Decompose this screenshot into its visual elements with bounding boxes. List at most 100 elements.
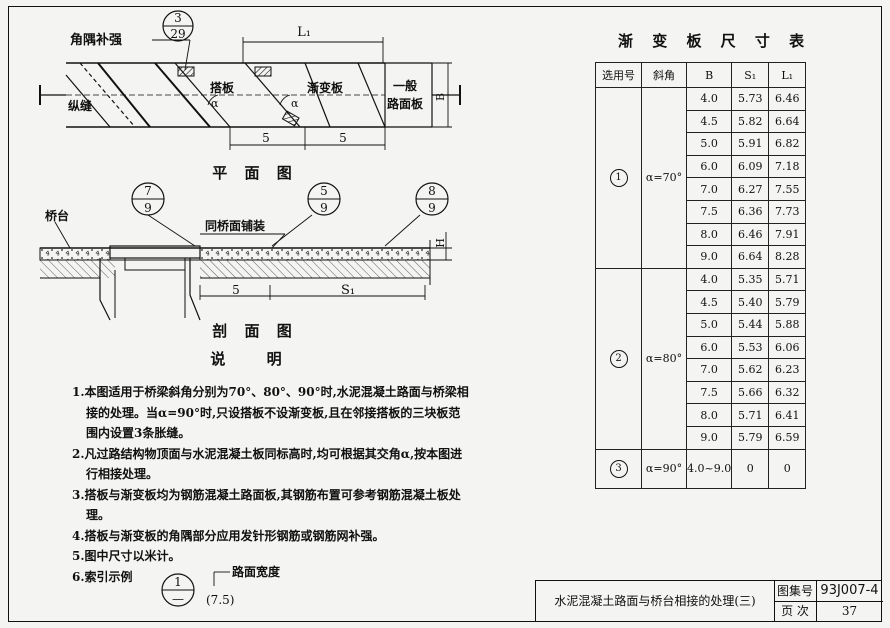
note-item: 2.凡过路结构物顶面与水泥混凝土板同标高时,均可根据其交角α,按本图进行相接处理… [72, 446, 463, 482]
table-cell: 7.0 [685, 358, 733, 382]
table-cell: 0 [731, 448, 770, 489]
table-cell: 9.0 [685, 245, 733, 269]
note-item: 1.本图适用于桥梁斜角分别为70°、80°、90°时,水泥混凝土路面与桥梁相接的… [72, 385, 469, 440]
table-cell: 4.0~9.0 [685, 448, 733, 489]
table-cell: 5.62 [731, 358, 770, 382]
svg-text:1: 1 [174, 575, 182, 589]
table-cell: 5.82 [731, 109, 770, 134]
dim-5-label: 5 [339, 131, 347, 145]
dim-b-label: B [434, 93, 447, 101]
table-cell: 6.32 [768, 380, 807, 405]
dim-5-label: 5 [232, 283, 240, 297]
header-cell: 斜角 [641, 62, 687, 88]
table-cell: 6.46 [768, 87, 807, 111]
table-cell: 5.0 [685, 132, 733, 156]
page-label: 页 次 [774, 601, 817, 621]
alpha-label: α [291, 97, 299, 110]
table-cell: 6.0 [685, 335, 733, 360]
corner-label: 角隅补强 [70, 32, 122, 48]
table-header-row: 选用号 斜角 B S₁ L₁ [595, 62, 807, 88]
skew-angle: α=90° [641, 448, 687, 489]
table-cell: 7.5 [685, 380, 733, 405]
header-cell: 选用号 [595, 62, 642, 88]
corner-reinforcement-mark [281, 110, 300, 127]
table-title: 渐 变 板 尺 寸 表 [618, 32, 812, 50]
corner-reinforcement-mark [254, 66, 272, 77]
svg-text:9: 9 [144, 201, 152, 215]
plan-title: 平 面 图 [212, 164, 297, 182]
paving-label: 同桥面铺装 [205, 218, 265, 233]
table-cell: 9.0 [685, 425, 733, 450]
page-number: 37 [841, 604, 858, 618]
table-cell: 8.0 [685, 403, 733, 427]
table-cell: 5.73 [731, 87, 770, 111]
svg-text:(7.5): (7.5) [206, 593, 234, 607]
note-item: 3.搭板与渐变板均为钢筋混凝土路面板,其钢筋布置可参考钢筋混凝土板处理。 [72, 487, 461, 523]
table-cell: 6.64 [768, 109, 807, 134]
table-cell: 6.36 [731, 199, 770, 224]
svg-text:7: 7 [144, 184, 152, 198]
table-cell: 5.0 [685, 312, 733, 337]
general-slab-label-1: 一般 [393, 78, 417, 93]
approach-slab-label: 搭板 [210, 80, 235, 95]
abutment-label: 桥台 [45, 208, 69, 223]
ref-number: 3 [174, 11, 182, 25]
atlas-number: 93J007-4 [816, 581, 883, 602]
table-cell: 6.46 [731, 222, 770, 247]
section-view [39, 214, 452, 321]
table-cell: 5.79 [768, 290, 807, 314]
skew-angle: α=70° [641, 87, 687, 269]
table-cell: 5.71 [731, 403, 770, 427]
table-cell: 5.79 [731, 425, 770, 450]
notes: 1.本图适用于桥梁斜角分别为70°、80°、90°时,水泥混凝土路面与桥梁相接的… [72, 382, 472, 587]
header-cell: S₁ [731, 62, 770, 88]
table-cell: 6.23 [768, 358, 807, 382]
table-cell: 6.06 [768, 335, 807, 360]
drawings-svg: 3 29 角隅补强 L₁ 纵缝 搭板 渐变板 一般 路面板 α α 5 5 B … [39, 10, 461, 368]
ref-sheet: 29 [170, 27, 185, 41]
selection-number: 2 [595, 267, 642, 450]
table-cell: 6.64 [731, 245, 770, 269]
table-cell: 4.5 [685, 290, 733, 314]
table-cell: 4.5 [685, 109, 733, 134]
corner-reinforcement-mark [177, 66, 195, 77]
table-cell: 5.35 [731, 267, 770, 292]
section-ref-right: 8 9 [415, 182, 449, 216]
header-cell: B [685, 62, 733, 88]
header-cell: L₁ [768, 62, 807, 88]
plan-view [39, 37, 461, 150]
table-cell: 6.0 [685, 154, 733, 179]
table-cell: 6.09 [731, 154, 770, 179]
table-cell: 8.0 [685, 222, 733, 247]
dim-5-label: 5 [262, 131, 270, 145]
table-cell: 5.40 [731, 290, 770, 314]
table-cell: 5.88 [768, 312, 807, 337]
dim-h-label: H [434, 238, 447, 248]
transition-slab-label: 渐变板 [307, 80, 344, 95]
table-cell: 5.71 [768, 267, 807, 292]
table-cell: 6.59 [768, 425, 807, 450]
table-cell: 7.55 [768, 177, 807, 201]
selection-number: 3 [595, 448, 642, 489]
table-cell: 7.0 [685, 177, 733, 201]
table-cell: 5.53 [731, 335, 770, 360]
joint-label: 纵缝 [68, 98, 92, 113]
table-cell: 8.28 [768, 245, 807, 269]
alpha-label: α [211, 97, 219, 110]
note-item: 6.索引示例 [72, 569, 133, 584]
table-cell: 7.73 [768, 199, 807, 224]
notes-title: 说 明 [210, 350, 299, 368]
